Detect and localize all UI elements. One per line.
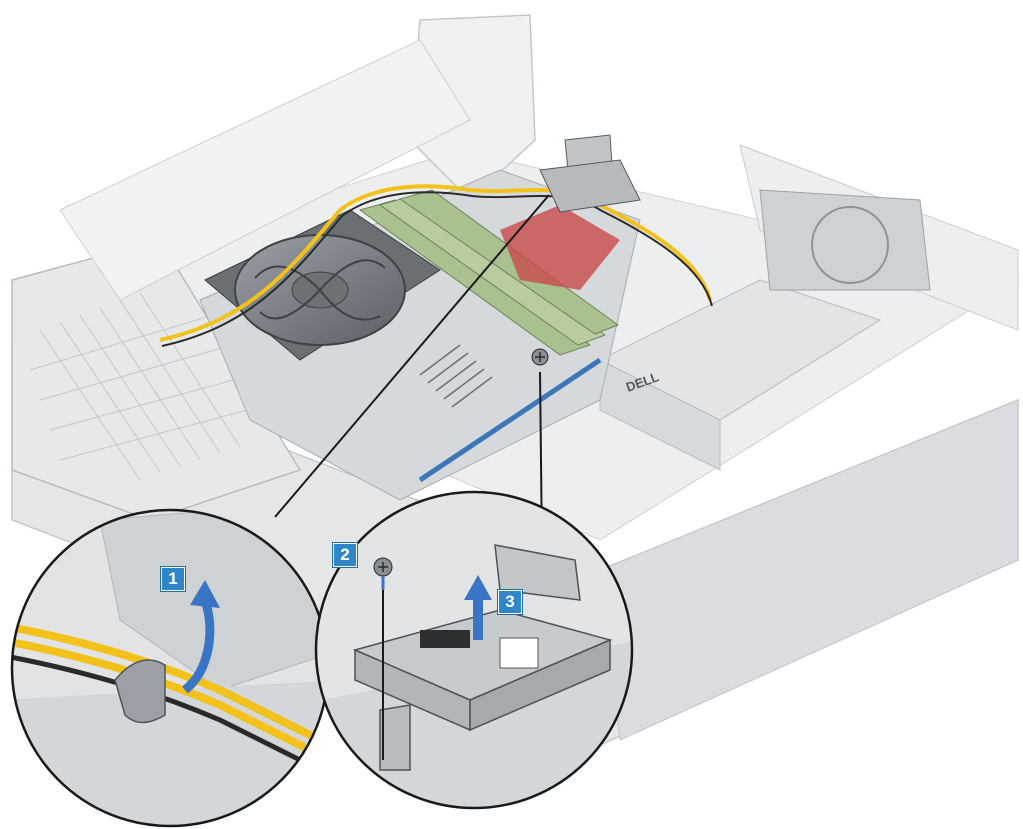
step-2-callout: 2 <box>333 543 357 567</box>
detail-circle-cable <box>10 508 330 828</box>
memory-slots <box>358 189 620 356</box>
step-1-callout: 1 <box>161 567 185 591</box>
lift-cable-arrow <box>181 598 215 694</box>
step-3-callout: 3 <box>498 590 522 614</box>
cpu-fan <box>204 209 441 361</box>
motherboard <box>159 134 713 501</box>
card-reader-bracket <box>539 134 641 213</box>
detail-circle-bracket <box>314 490 634 810</box>
power-cable <box>159 184 712 342</box>
